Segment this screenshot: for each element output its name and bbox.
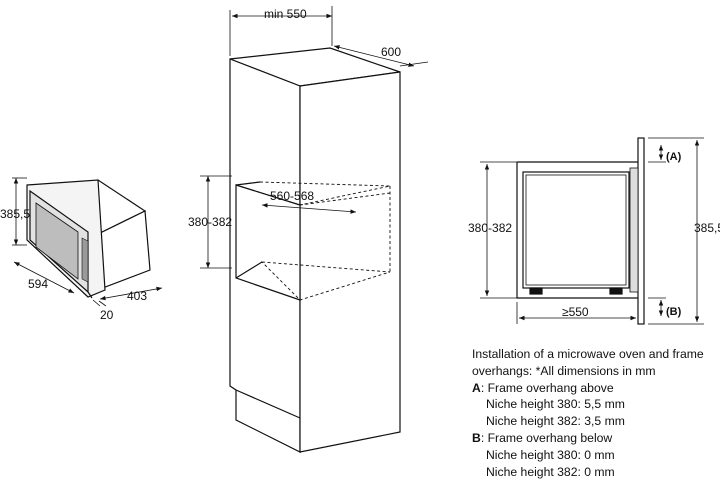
microwave-dimension-lines (12, 177, 163, 307)
niche-width-label: 560-568 (270, 189, 314, 203)
microwave-drawing (26, 179, 151, 299)
cabinet-drawing (229, 47, 401, 453)
notes-a-380: Niche height 380: 5,5 mm (486, 397, 625, 412)
overhang-b-label: (B) (666, 306, 682, 318)
cabinet-min-width-label: min 550 (264, 7, 307, 21)
microwave-width-label: 594 (28, 277, 48, 291)
notes-b-text: : Frame overhang below (480, 430, 613, 445)
cabinet-dimension-lines (200, 6, 429, 269)
notes-b-380: Niche height 380: 0 mm (486, 447, 615, 462)
notes-line-1: Installation of a microwave oven and fra… (472, 347, 704, 361)
notes-b-382: Niche height 382: 0 mm (486, 464, 615, 479)
frame-depth-label: 20 (100, 308, 114, 322)
niche-height-label: 380-382 (188, 215, 232, 229)
notes-a-382: Niche height 382: 3,5 mm (486, 414, 625, 429)
overhang-a-label: (A) (666, 151, 682, 163)
side-section-dimension-lines (480, 137, 704, 325)
side-depth-label: ≥550 (562, 305, 589, 319)
side-section-drawing (516, 137, 645, 325)
cabinet-depth-label: 600 (381, 45, 401, 59)
notes-a-text: : Frame overhang above (480, 380, 614, 395)
notes-line-2: overhangs: *All dimensions in mm (472, 363, 656, 378)
notes-b-line: B: Frame overhang below (472, 430, 718, 447)
notes-a-key: A (472, 380, 481, 395)
installation-notes: Installation of a microwave oven and fra… (472, 346, 718, 480)
notes-b-key: B (472, 430, 481, 445)
side-total-height-label: 385,5 (694, 221, 720, 235)
side-niche-height-label: 380-382 (468, 221, 512, 235)
microwave-depth-label: 403 (127, 289, 147, 303)
notes-a-line: A: Frame overhang above (472, 380, 718, 397)
microwave-height-label: 385,5 (0, 207, 30, 221)
